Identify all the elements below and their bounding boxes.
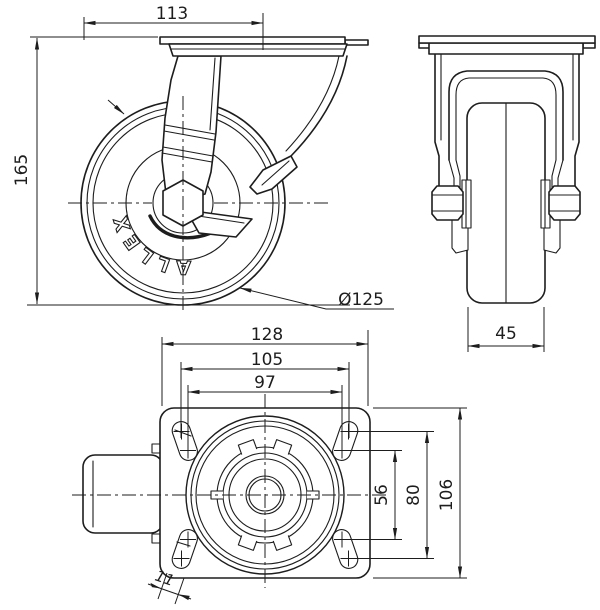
dim-45-label: 45 (495, 324, 517, 344)
top-plate-side (159, 36, 369, 57)
dim-plate-width: 106 (373, 407, 467, 579)
dim-wheel-diameter: Ø125 (239, 287, 394, 310)
dim-overall-height: 165 (12, 36, 158, 305)
dim-97-label: 97 (254, 373, 276, 393)
dim-56-label: 56 (372, 484, 392, 506)
dim-80-label: 80 (404, 484, 424, 506)
dim-wheel-width: 45 (467, 307, 545, 352)
dim-slot-width: 11 (147, 567, 192, 605)
side-centerlines (68, 96, 332, 313)
dim-plate-length: 128 (161, 325, 369, 406)
tread-leader-arrow (107, 99, 125, 115)
dim-128-label: 128 (251, 325, 283, 345)
dim-hole-pitch-inner: 56 (347, 450, 402, 540)
top-plate-front (418, 35, 596, 55)
axle-bolts (431, 179, 581, 229)
plan-centerlines (72, 394, 386, 588)
wheel-front (466, 102, 546, 304)
dim-11-label: 11 (153, 567, 177, 590)
plan-view: 128 105 97 56 80 106 (72, 325, 467, 605)
dim-hole-pitch-outer: 80 (353, 431, 434, 559)
dim-top-width: 113 (83, 4, 264, 50)
fork-rear-leg (249, 55, 348, 195)
dim-hole-span-outer: 105 (180, 350, 350, 438)
dim-113-label: 113 (156, 4, 188, 24)
front-view: 45 (418, 35, 596, 352)
dim-d125-label: Ø125 (338, 290, 384, 310)
mounting-slots (171, 421, 359, 569)
dim-165-label: 165 (12, 154, 32, 186)
dim-105-label: 105 (251, 350, 283, 370)
dim-hole-span-inner: 97 (187, 373, 343, 452)
dim-106-label: 106 (437, 479, 457, 511)
wheel-plan (82, 454, 164, 534)
fork-front-leg (161, 55, 222, 201)
side-view: ALLEX (12, 4, 394, 313)
